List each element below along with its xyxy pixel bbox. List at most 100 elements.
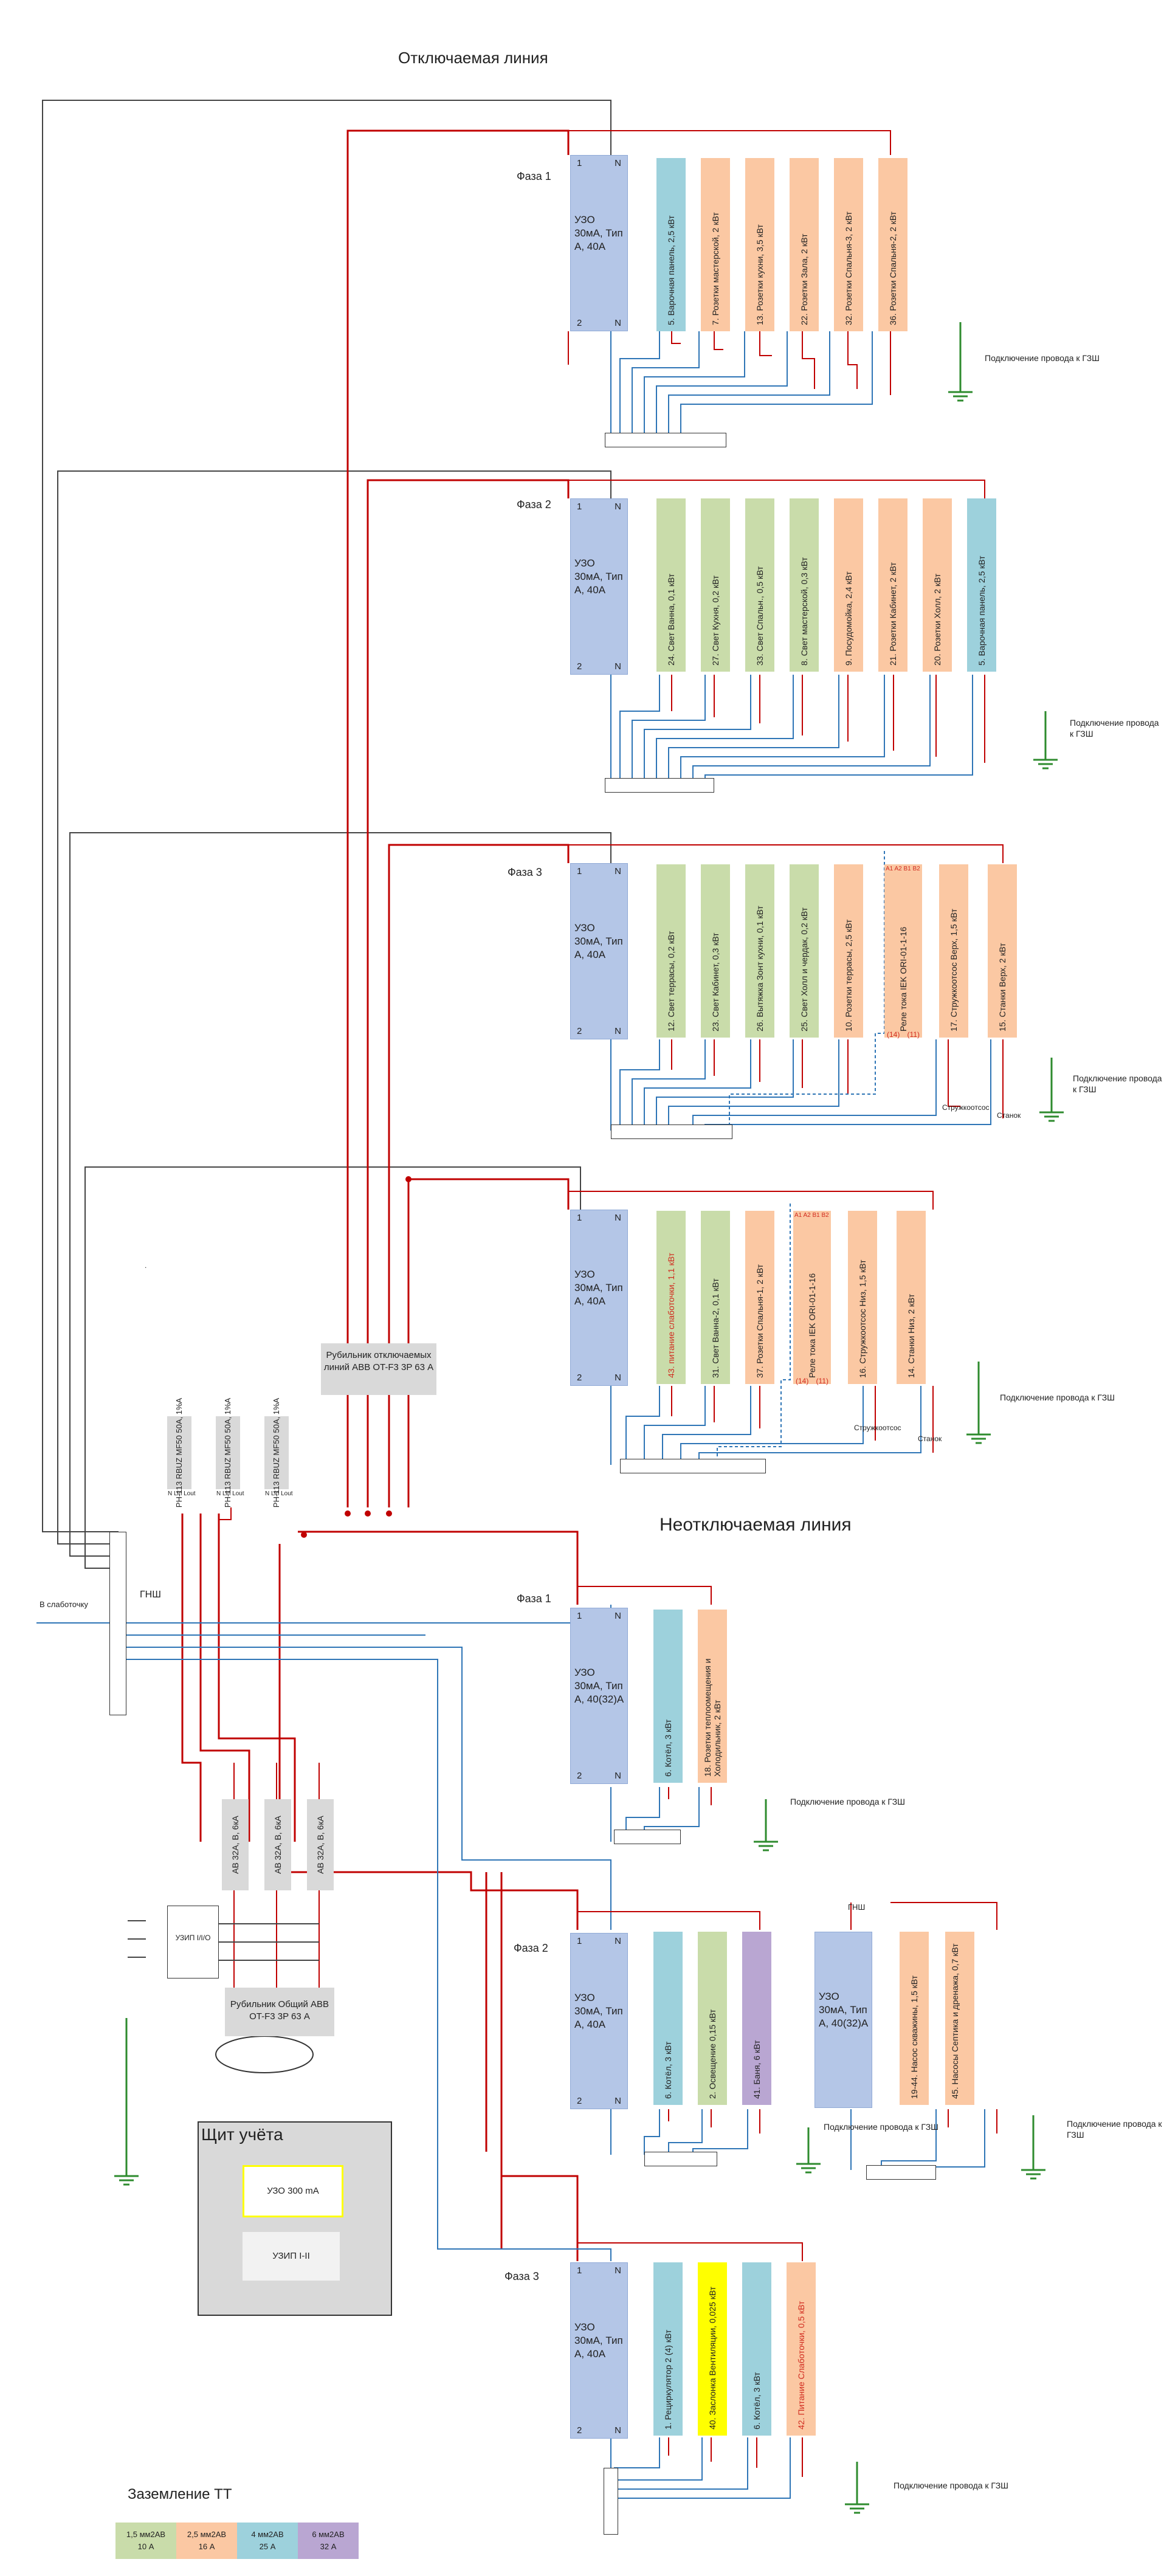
relay-pin-label: (14) (796, 1377, 809, 1385)
pin-label: 2 (577, 1026, 582, 1036)
circuit-breaker: 21. Розетки Кабинет, 2 кВт (878, 498, 907, 672)
circuit-breaker: 5. Варочная панель, 2,5 кВт (967, 498, 996, 672)
breaker-label: 33. Свет Спальн., 0,5 кВт (755, 566, 765, 666)
legend-section: 1,5 мм2АВ (126, 2530, 166, 2539)
switched-lines-disconnector: Рубильник отключаемых линий ABB OT-F3 3P… (321, 1343, 436, 1395)
stray-dot: . (145, 1261, 147, 1270)
ground-note: Подключение провода к ГЗШ (1000, 1393, 1115, 1402)
terminal-block (644, 2152, 717, 2166)
circuit-breaker: 36. Розетки Спальня-2, 2 кВт (878, 158, 907, 331)
pin-label: N (615, 501, 621, 512)
phase-label: Фаза 3 (505, 2270, 539, 2282)
automatic-breaker: АВ 32А, В, 6кА (307, 1799, 334, 1890)
current-relay: A1 A2 B1 B2 Реле тока IEK ORI-01-1-16 (1… (884, 864, 922, 1039)
circuit-breaker: 13. Розетки кухни, 3,5 кВт (745, 158, 774, 331)
circuit-breaker: 41. Баня, 6 кВт (742, 1932, 771, 2105)
circuit-breaker: 24. Свет Ванна, 0,1 кВт (656, 498, 686, 672)
breaker-label: 9. Посудомойка, 2,4 кВт (844, 571, 853, 666)
breaker-label: Реле тока IEK ORI-01-1-16 (807, 1273, 817, 1378)
breaker-label: 19-44. Насос скважины, 1,5 кВт (909, 1975, 919, 2099)
surge-protector: УЗИП I/I/O (167, 1906, 219, 1978)
relay-terminals: N Lin Lout (216, 1490, 244, 1497)
legend-section: 6 мм2АВ (312, 2530, 345, 2539)
breaker-label: 41. Баня, 6 кВт (752, 2040, 762, 2099)
breaker-label: 21. Розетки Кабинет, 2 кВт (888, 562, 898, 666)
terminal-block (604, 2468, 618, 2535)
rcd-label: УЗО 30мА, Тип А, 40А (574, 557, 623, 596)
rcd-label: УЗО 30мА, Тип А, 40(32)А (574, 1667, 624, 1705)
circuit-breaker: 43. питание слаботочки, 1,1 кВт (656, 1211, 686, 1384)
breaker-label: 15. Станки Верх, 2 кВт (997, 943, 1007, 1031)
terminal-block (866, 2165, 936, 2180)
phase-label: Фаза 1 (517, 170, 551, 182)
breaker-label: 36. Розетки Спальня-2, 2 кВт (888, 211, 898, 325)
circuit-breaker: 8. Свет мастерской, 0,3 кВт (790, 498, 819, 672)
breaker-label: 1. Рециркулятор 2 (4) кВт (663, 2329, 673, 2430)
breaker-label: 8. Свет мастерской, 0,3 кВт (799, 557, 809, 666)
breaker-label: 12. Свет террасы, 0,2 кВт (666, 931, 676, 1031)
pin-label: 1 (577, 158, 582, 168)
breaker-label: 27. Свет Кухня, 0,2 кВт (711, 575, 720, 666)
legend-rating: 32 А (320, 2542, 337, 2551)
breaker-label: 6. Котёл, 3 кВт (663, 2041, 673, 2099)
rcd-module: 1 N УЗО 30мА, Тип А, 40А 2 N (570, 2262, 628, 2439)
pin-label: 2 (577, 1372, 582, 1383)
breaker-label: 37. Розетки Спальня-1, 2 кВт (755, 1264, 765, 1378)
pin-label: N (615, 2265, 621, 2276)
metering-surge-protector: УЗИП I-II (243, 2232, 340, 2281)
pin-label: N (615, 2425, 621, 2436)
circuit-breaker: 45. Насосы Септика и дренажа, 0,7 кВт (945, 1932, 974, 2105)
circuit-breaker: 20. Розетки Холл, 2 кВт (923, 498, 952, 672)
circuit-breaker: 22. Розетки Зала, 2 кВт (790, 158, 819, 331)
circuit-breaker: 1. Рециркулятор 2 (4) кВт (653, 2262, 683, 2436)
metering-panel: Щит учёта УЗО 300 mA УЗИП I-II (198, 2121, 392, 2316)
breaker-label: 5. Варочная панель, 2,5 кВт (666, 215, 676, 325)
ground-note: Подключение провода к ГЗШ (824, 2122, 938, 2132)
breaker-label: 14. Станки Низ, 2 кВт (906, 1293, 916, 1378)
breaker-label: 26. Вытяжка Зонт кухни, 0,1 кВт (755, 906, 765, 1031)
main-disconnector: Рубильник Общий ABB OT-F3 3P 63 А (225, 1988, 334, 2036)
circuit-breaker: 6. Котёл, 3 кВт (742, 2262, 771, 2436)
breaker-label: 24. Свет Ванна, 0,1 кВт (666, 573, 676, 666)
circuit-breaker: 7. Розетки мастерской, 2 кВт (701, 158, 730, 331)
circuit-breaker: 42. Питание Слаботочки, 0,5 кВт (787, 2262, 816, 2436)
legend-rating: 10 А (137, 2542, 154, 2551)
circuit-breaker: 6. Котёл, 3 кВт (653, 1610, 683, 1783)
relay-pin-label: (11) (816, 1377, 828, 1385)
breaker-label: 22. Розетки Зала, 2 кВт (799, 233, 809, 325)
metering-panel-title: Щит учёта (201, 2125, 283, 2144)
rcd-label: УЗО 30мА, Тип А, 40А (574, 2321, 623, 2360)
metering-rcd: УЗО 300 mA (243, 2165, 343, 2217)
circuit-breaker: 37. Розетки Спальня-1, 2 кВт (745, 1211, 774, 1384)
pin-label: N (615, 1936, 621, 1946)
breaker-label: 31. Свет Ванна-2, 0,1 кВт (711, 1278, 720, 1378)
machine-label: Станок (997, 1111, 1021, 1120)
breaker-label: 17. Стружкоотсос Верх, 1,5 кВт (949, 909, 959, 1031)
rcd-module: 1 N УЗО 30мА, Тип А, 40(32)А 2 N (570, 1608, 628, 1784)
legend-rating: 25 А (259, 2542, 276, 2551)
circuit-breaker: 32. Розетки Спальня-3, 2 кВт (834, 158, 863, 331)
pin-label: 2 (577, 1771, 582, 1781)
breaker-label: 42. Питание Слаботочки, 0,5 кВт (796, 2301, 806, 2430)
pin-label: 1 (577, 1936, 582, 1946)
pin-label: N (615, 866, 621, 876)
pin-label: N (615, 1213, 621, 1223)
pin-label: 2 (577, 318, 582, 328)
chip-extractor-label: Стружкоотсос (854, 1424, 901, 1432)
automatic-breaker-label: АВ 32А, В, 6кА (273, 1816, 283, 1874)
breaker-label: 18. Розетки теплоомещения и Холодильник,… (703, 1658, 722, 1777)
pin-label: 1 (577, 2265, 582, 2276)
voltage-relay: РН-113 RBUZ MF50 50А, 1%А (167, 1398, 191, 1507)
breaker-label: 16. Стружкоотсос Низ, 1,5 кВт (858, 1259, 867, 1378)
pin-label: 1 (577, 501, 582, 512)
breaker-label: 45. Насосы Септика и дренажа, 0,7 кВт (950, 1943, 960, 2099)
ground-note: Подключение провода к ГЗШ (894, 2481, 1008, 2490)
rcd-module: 1 N УЗО 30мА, Тип А, 40А 2 N (570, 863, 628, 1039)
pin-label: 1 (577, 1611, 582, 1621)
breaker-label: 13. Розетки кухни, 3,5 кВт (755, 224, 765, 325)
circuit-breaker: 10. Розетки террасы, 2,5 кВт (834, 864, 863, 1038)
relay-contacts-label: A1 A2 B1 B2 (794, 1212, 829, 1219)
breaker-label: 6. Котёл, 3 кВт (752, 2372, 762, 2430)
terminal-block (611, 1124, 732, 1139)
